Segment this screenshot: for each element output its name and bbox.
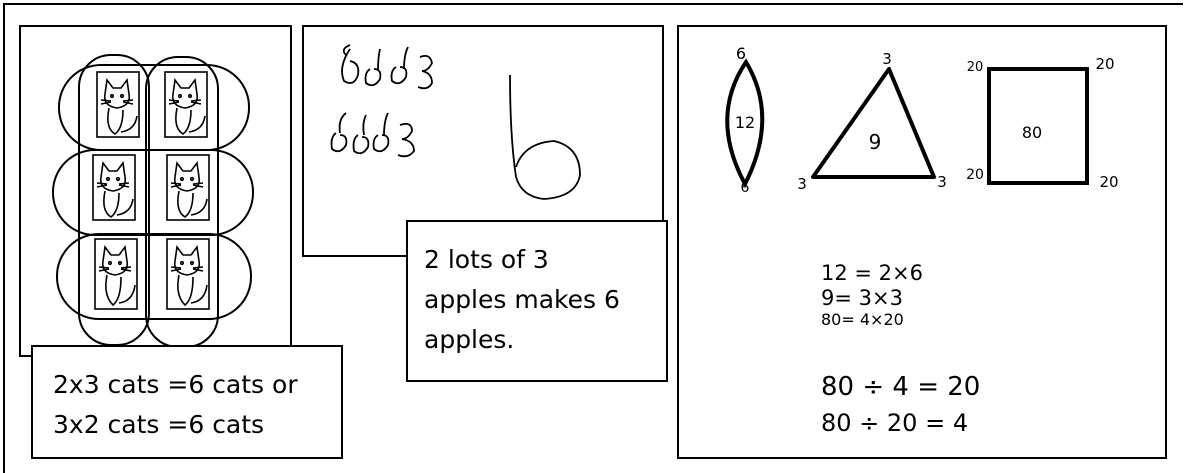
triangle-shape: 3 9 3 3 — [797, 50, 947, 193]
lens-top-label: 6 — [736, 44, 746, 63]
cat-icon — [94, 238, 138, 310]
cats-caption: 2x3 cats =6 cats or 3x2 cats =6 cats — [31, 345, 343, 459]
cat-icon — [164, 71, 208, 138]
apples-caption-line-1: 2 lots of 3 — [424, 245, 549, 274]
row-oval-3 — [56, 233, 252, 320]
equation-2: 9= 3×3 — [821, 286, 903, 310]
row-oval-2 — [52, 149, 254, 236]
cat-icon — [166, 154, 210, 221]
square-bottom-right-label: 20 — [1099, 173, 1118, 191]
equation-3: 80= 4×20 — [821, 310, 904, 329]
equation-5: 80 ÷ 20 = 4 — [821, 409, 968, 437]
shapes-drawing: 6 12 6 3 9 3 3 20 20 80 20 20 12 = 2×6 9… — [725, 44, 1119, 437]
apples-caption: 2 lots of 3 apples makes 6 apples. — [406, 220, 668, 382]
cats-drawing — [52, 54, 254, 348]
square-top-right-label: 20 — [1095, 55, 1114, 73]
square-top-left-label: 20 — [967, 60, 984, 75]
triangle-left-label: 3 — [797, 175, 807, 193]
cat-icon — [92, 154, 136, 221]
lens-center-label: 12 — [735, 113, 755, 132]
worksheet-frame — [3, 3, 1183, 473]
cats-panel — [19, 25, 292, 357]
equation-4: 80 ÷ 4 = 20 — [821, 372, 980, 402]
square-center-label: 80 — [1022, 123, 1042, 142]
square-bottom-left-label: 20 — [966, 167, 984, 183]
apples-caption-line-2: apples makes 6 — [424, 285, 620, 314]
cats-caption-line-1: 2x3 cats =6 cats or — [53, 370, 298, 399]
equations: 12 = 2×6 9= 3×3 80= 4×20 80 ÷ 4 = 20 80 … — [821, 261, 980, 437]
cats-caption-line-2: 3x2 cats =6 cats — [53, 410, 265, 439]
triangle-center-label: 9 — [869, 130, 882, 154]
triangle-right-label: 3 — [937, 173, 947, 191]
square-shape: 20 20 80 20 20 — [966, 55, 1118, 191]
cat-icon — [166, 238, 210, 310]
shapes-panel: 6 12 6 3 9 3 3 20 20 80 20 20 12 = 2×6 9… — [677, 25, 1167, 459]
triangle-top-label: 3 — [882, 50, 892, 68]
apple-row-1 — [341, 44, 433, 90]
apples-drawing — [330, 44, 581, 200]
apples-caption-line-3: apples. — [424, 325, 515, 354]
lens-shape: 6 12 6 — [725, 44, 765, 196]
equation-1: 12 = 2×6 — [821, 261, 923, 285]
row-oval-1 — [58, 64, 250, 151]
lens-bottom-label: 6 — [741, 180, 750, 196]
big-six-drawing — [509, 74, 581, 200]
cat-icon — [96, 71, 140, 138]
cat-icons — [92, 71, 210, 310]
apple-row-2 — [330, 112, 415, 158]
